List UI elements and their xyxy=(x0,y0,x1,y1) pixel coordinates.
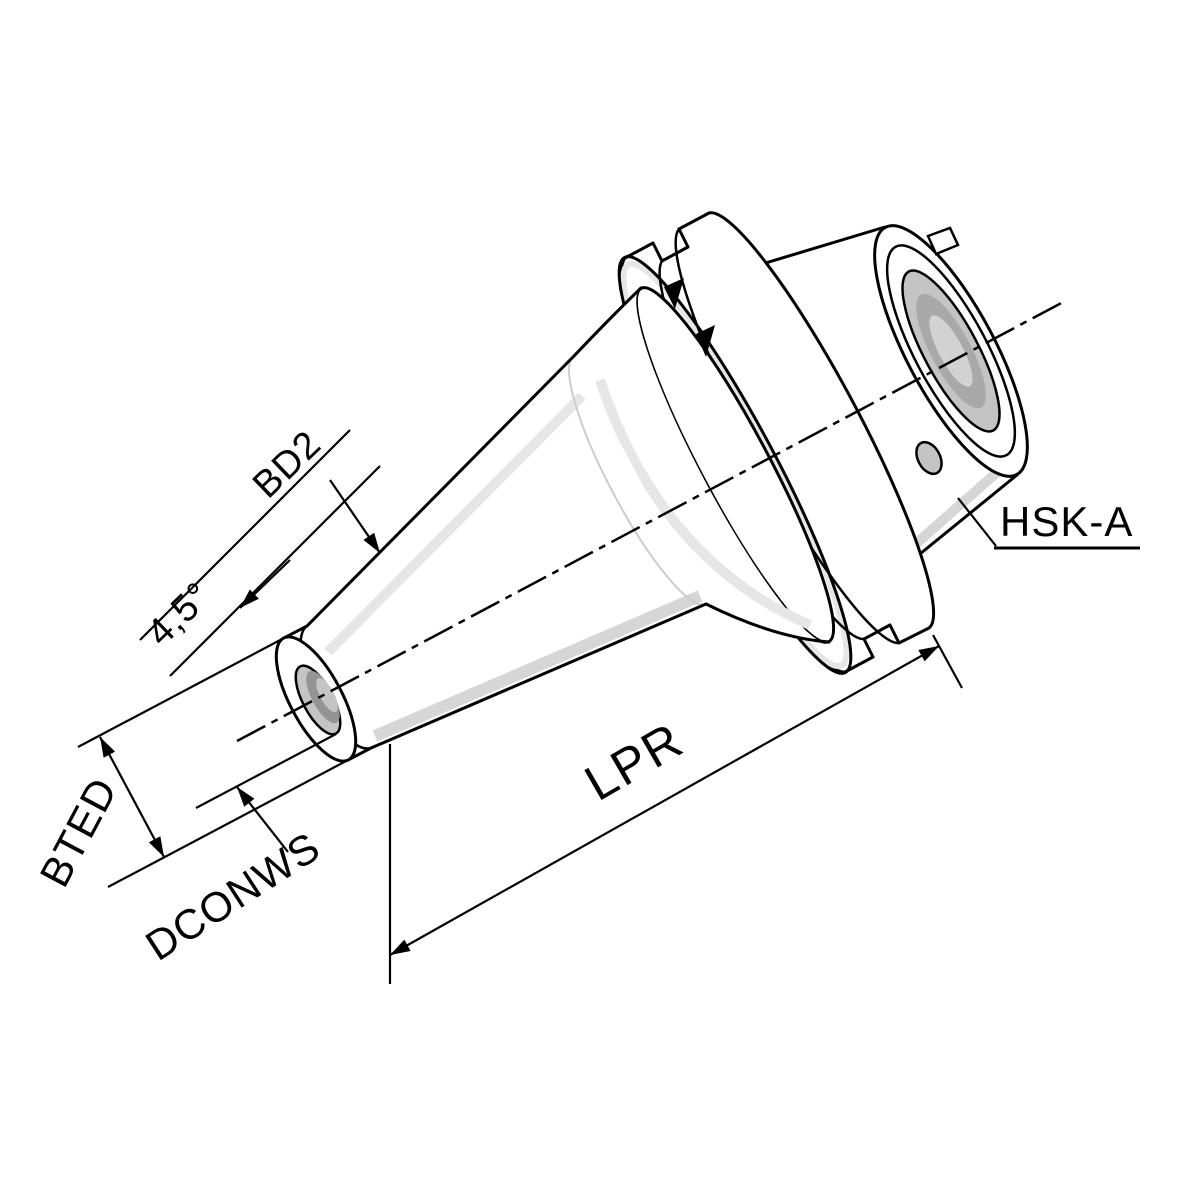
angle-arrowhead xyxy=(240,589,259,608)
bted-extension-bottom xyxy=(107,759,349,888)
bted-arrowhead-bottom xyxy=(148,836,164,857)
dconws-extension xyxy=(195,733,337,809)
groove-shadow-2 xyxy=(696,325,715,357)
bted-arrowhead-top xyxy=(100,737,116,758)
taper-shading-top xyxy=(324,392,586,656)
label-hsk-a: HSK-A xyxy=(1000,498,1133,545)
hsk-label-group: HSK-A xyxy=(957,497,1140,550)
lpr-dimension-line xyxy=(389,645,940,956)
groove-shadow-marks xyxy=(664,278,715,357)
center-line xyxy=(236,298,1068,743)
balance-hole xyxy=(915,440,943,476)
shank-end-face xyxy=(873,224,1029,478)
shank-keyway-notch xyxy=(926,226,960,256)
shrink-bore-depth xyxy=(316,677,338,713)
lpr-extension-right xyxy=(932,634,963,689)
bted-dimension-line xyxy=(99,736,165,858)
bell-shading xyxy=(595,378,812,630)
bd2-arrowhead xyxy=(363,532,380,553)
groove-shadow-1 xyxy=(664,278,684,309)
hsk-leader xyxy=(957,497,997,547)
taper-shading-bottom xyxy=(372,590,703,742)
bell-transition xyxy=(572,286,831,644)
shank-bore-depth xyxy=(929,315,973,387)
shank-shading xyxy=(898,464,1006,560)
shank-body xyxy=(739,227,1017,571)
lpr-arrowhead-left xyxy=(390,939,411,955)
bell-body xyxy=(574,288,829,643)
bted-extension-top xyxy=(77,637,285,748)
angle-reference-line-1 xyxy=(139,429,351,641)
lpr-arrowhead-right xyxy=(918,646,939,662)
bell-bottom-edge xyxy=(704,602,831,644)
bell-top-edge xyxy=(572,286,643,358)
taper-bell-junction xyxy=(568,355,707,606)
dconws-arrowhead xyxy=(237,787,255,807)
